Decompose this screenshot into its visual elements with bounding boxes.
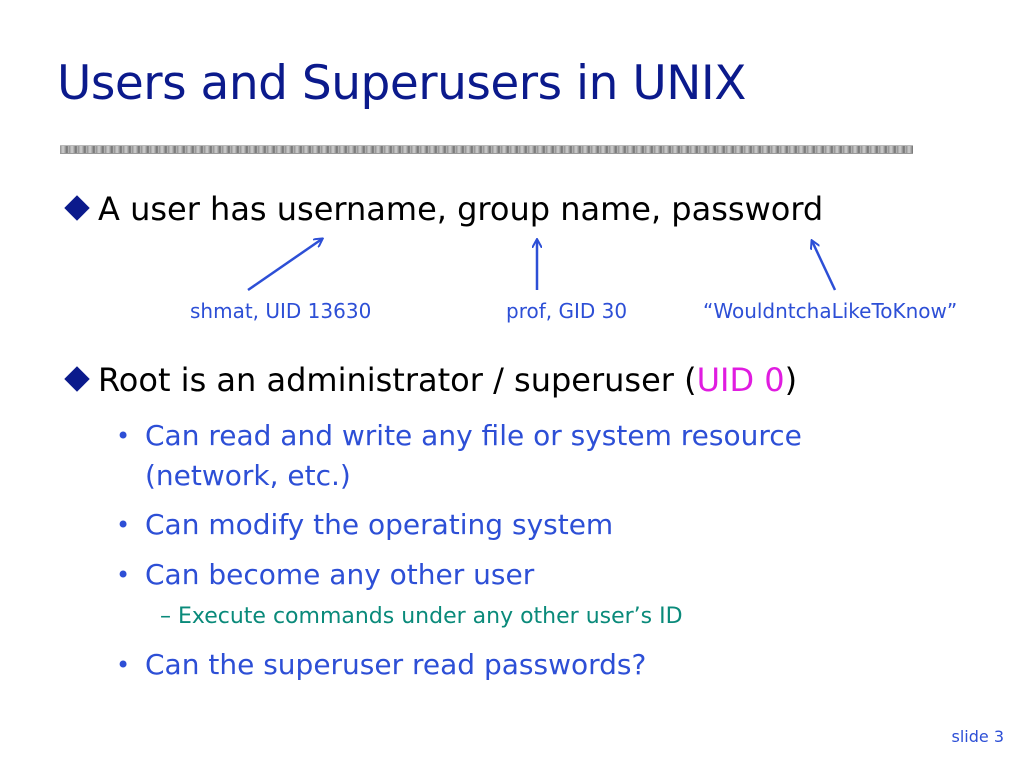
bullet-text-close: ) — [784, 361, 798, 399]
sub-bullet-text: Can the superuser read passwords? — [145, 648, 647, 681]
bullet-dot-icon: • — [116, 561, 131, 589]
arrow-password — [812, 241, 837, 291]
sub-bullet-text: Can modify the operating system — [145, 508, 614, 541]
annotation-groupname: prof, GID 30 — [506, 299, 628, 323]
sub-bullet-text: Can become any other user — [145, 558, 535, 591]
slide-title: Users and Superusers in UNIX — [57, 56, 746, 111]
sub-bullet-line2: (network, etc.) — [145, 459, 351, 492]
bullet-root-superuser: Root is an administrator / superuser (UI… — [64, 362, 797, 399]
uid-zero-highlight: UID 0 — [696, 361, 785, 399]
sub-sub-bullet-execute: – Execute commands under any other user’… — [160, 604, 683, 629]
diamond-bullet-icon — [64, 366, 90, 392]
bullet-text: Root is an administrator / superuser ( — [98, 361, 697, 399]
arrow-username — [247, 239, 322, 292]
bullet-user-attributes: A user has username, group name, passwor… — [64, 191, 823, 228]
sub-bullet-line1: Can read and write any file or system re… — [145, 419, 802, 452]
bullet-dot-icon: • — [116, 422, 131, 450]
bullet-text: A user has username, group name, passwor… — [98, 190, 824, 228]
title-divider — [60, 145, 913, 154]
bullet-dot-icon: • — [116, 511, 131, 539]
bullet-dot-icon: • — [116, 651, 131, 679]
annotation-username: shmat, UID 13630 — [190, 299, 372, 323]
sub-bullet-text: Can read and write any file or system re… — [145, 416, 802, 496]
slide-number: slide 3 — [951, 727, 1005, 746]
annotation-password: “WouldntchaLikeToKnow” — [703, 299, 958, 323]
